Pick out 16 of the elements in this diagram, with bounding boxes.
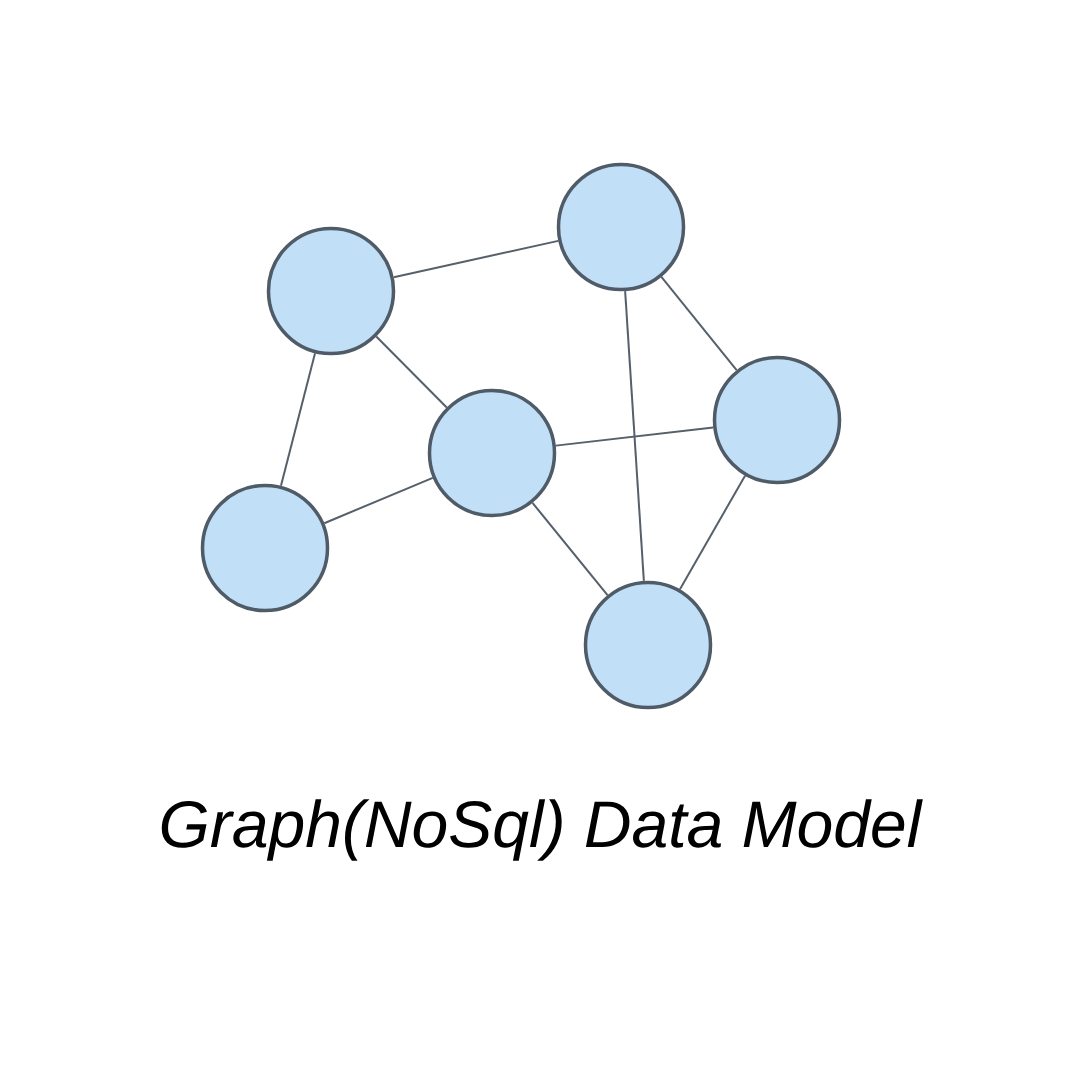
connector-line (392, 239, 560, 279)
connector-line (678, 474, 747, 591)
connector-line (624, 290, 645, 582)
connector-line (660, 275, 738, 372)
caption: Graph(NoSql) Data Model (161, 799, 923, 861)
node-circle (556, 162, 686, 292)
node-circle (712, 355, 842, 485)
node-circle (427, 388, 557, 518)
node-circle (266, 226, 396, 356)
connector-line (554, 426, 715, 447)
node-circle (583, 580, 713, 710)
connector-line (375, 335, 448, 409)
connector-line (531, 501, 609, 597)
node-circle (200, 483, 330, 613)
connector-line (280, 352, 316, 487)
connector-line (323, 476, 434, 525)
